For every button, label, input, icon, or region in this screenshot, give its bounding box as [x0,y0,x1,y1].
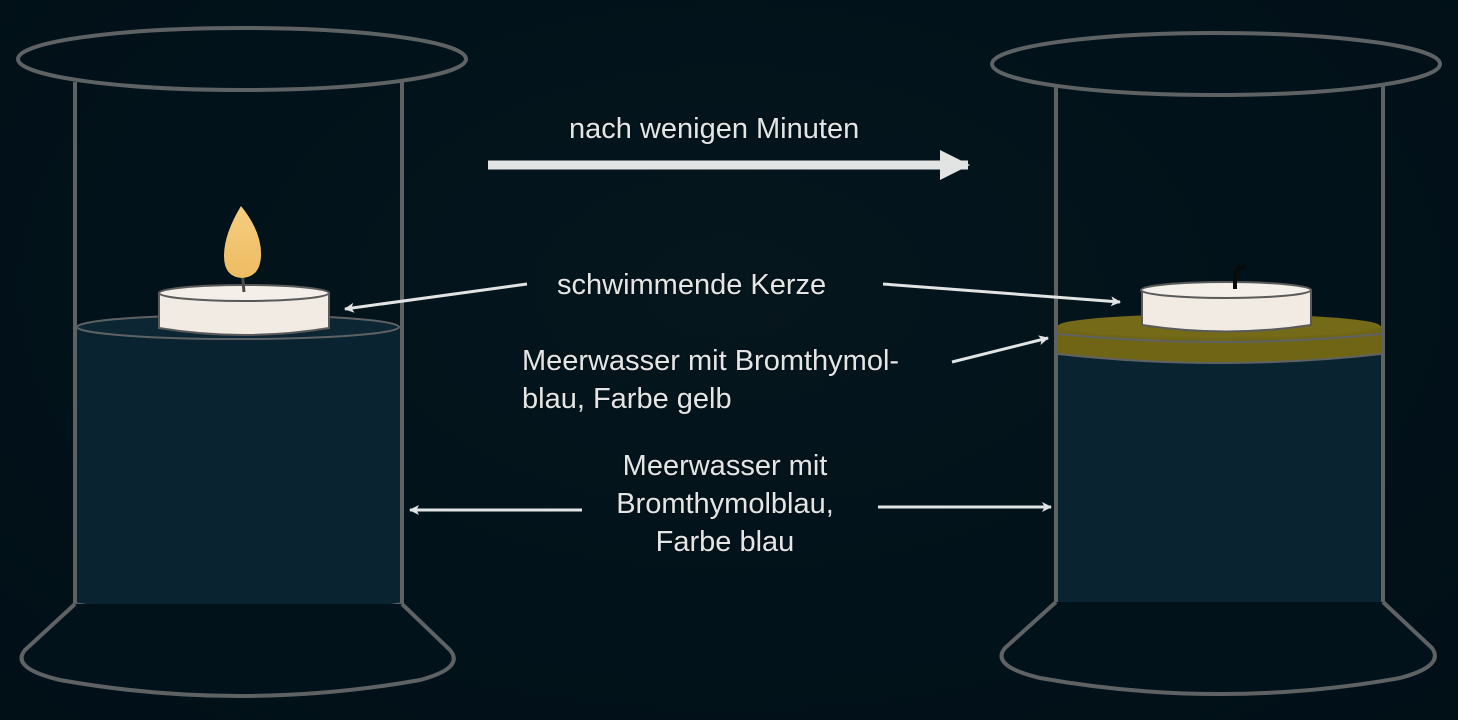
left-blue-water [77,327,400,619]
left-beaker-foot [19,602,456,698]
right-beaker [990,31,1442,696]
blue-water-label: Meerwasser mit Bromthymolblau, Farbe bla… [590,447,860,561]
candle-arrow-left [344,282,528,313]
right-beaker-foot [999,600,1437,696]
yellow-water-arrow [951,335,1049,364]
right-blue-water [1058,355,1381,617]
right-beaker-rim [990,31,1442,97]
candle-label: schwimmende Kerze [557,269,827,301]
left-candle [158,206,330,336]
blue-water-label-line2: Bromthymolblau, [616,488,834,520]
blue-water-label-line1: Meerwasser mit [622,450,828,482]
left-beaker [16,26,468,698]
extinguished-wick-icon [1233,264,1247,289]
candle-arrow-right [882,282,1121,307]
time-arrow-label: nach wenigen Minuten [569,113,860,145]
left-beaker-rim [16,26,468,92]
right-candle [1140,264,1312,333]
yellow-water-label: Meerwasser mit Bromthymol- blau, Farbe g… [522,342,899,418]
flame-icon [224,206,262,278]
blue-water-label-line3: Farbe blau [655,526,795,558]
yellow-water-label-line2: blau, Farbe gelb [522,383,732,415]
yellow-water-label-line1: Meerwasser mit Bromthymol- [522,345,900,377]
